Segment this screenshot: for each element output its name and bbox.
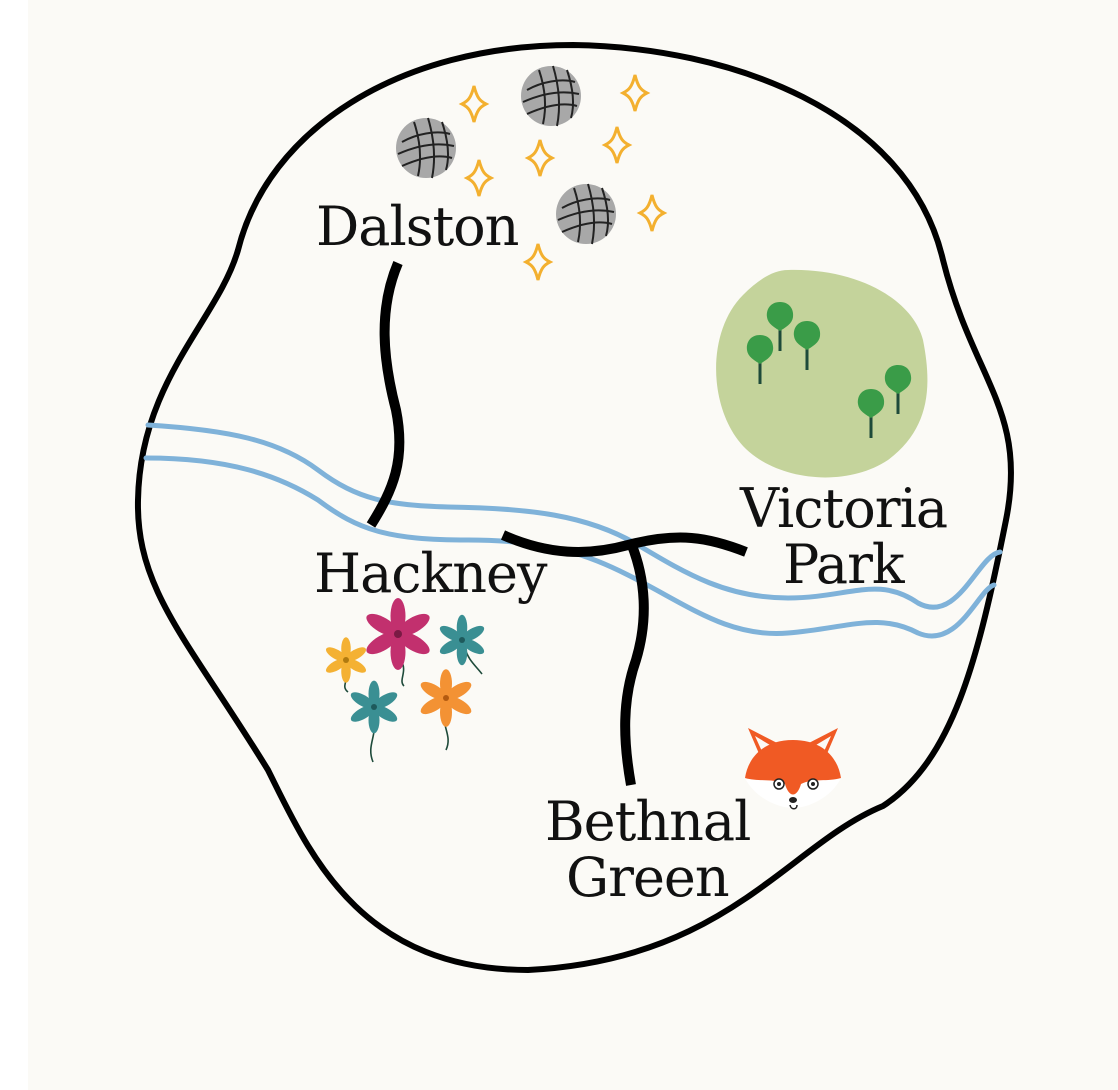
- sparkle-icon: [524, 242, 552, 282]
- label-hackney: Hackney: [314, 542, 548, 605]
- road-dalston-hackney: [366, 261, 405, 528]
- yarn-ball-icon: [520, 65, 582, 127]
- roads: [366, 261, 748, 786]
- map-canvas: Dalston Hackney Victoria Park Bethnal Gr…: [28, 0, 1118, 1090]
- yarn-ball-icon: [395, 117, 457, 179]
- sparkle-icon: [465, 158, 493, 198]
- label-victoria-park-line2: Park: [783, 533, 906, 596]
- road-hackney-bethnal: [620, 541, 649, 786]
- sparkle-icon: [638, 193, 666, 233]
- label-dalston: Dalston: [316, 195, 519, 258]
- map-illustration: Dalston Hackney Victoria Park Bethnal Gr…: [134, 41, 1015, 974]
- flower-cluster: [323, 598, 487, 763]
- label-victoria-park-line1: Victoria: [739, 477, 947, 540]
- yarn-ball-icon: [555, 183, 617, 245]
- fox-icon: [745, 728, 841, 810]
- label-bethnal-green-line1: Bethnal: [545, 790, 750, 853]
- sparkle-icon: [460, 84, 488, 124]
- area-boundary: [134, 41, 1015, 974]
- label-bethnal-green-line2: Green: [566, 846, 729, 909]
- sparkle-icon: [526, 138, 554, 178]
- sparkle-icon: [621, 73, 649, 113]
- sparkle-icon: [603, 125, 631, 165]
